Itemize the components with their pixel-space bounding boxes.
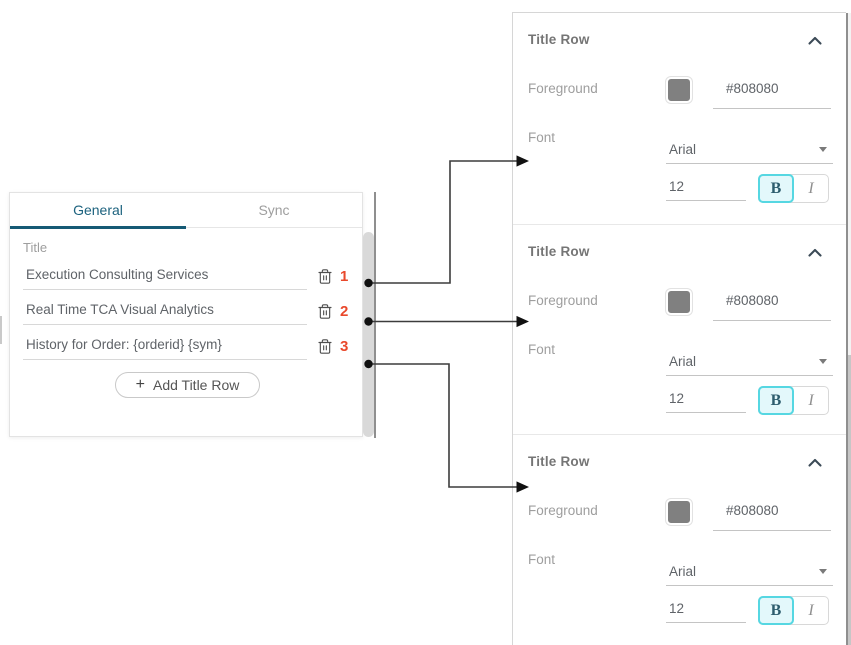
title-input-2[interactable]: [23, 302, 307, 325]
foreground-color-swatch[interactable]: [666, 499, 692, 525]
trash-icon: [318, 339, 332, 354]
foreground-hex-input[interactable]: [713, 293, 831, 321]
add-title-row-label: Add Title Row: [152, 377, 240, 393]
left-edge-scrollbar-fragment: [0, 316, 2, 344]
add-title-row-button[interactable]: + Add Title Row: [114, 372, 261, 398]
font-family-value: Arial: [669, 354, 697, 369]
chevron-down-icon: [819, 147, 827, 152]
row-number-badge-1: 1: [340, 268, 349, 285]
font-size-input[interactable]: [666, 391, 746, 413]
font-label: Font: [528, 552, 556, 567]
bold-italic-toggle-group: B I: [758, 386, 829, 415]
foreground-hex-input[interactable]: [713, 503, 831, 531]
bold-italic-toggle-group: B I: [758, 174, 829, 203]
title-row-1: 1: [23, 267, 352, 290]
active-tab-underline: [10, 226, 186, 229]
bold-toggle-button[interactable]: B: [758, 174, 794, 203]
chevron-down-icon: [819, 569, 827, 574]
bold-italic-toggle-group: B I: [758, 596, 829, 625]
title-settings-panel: General Sync Title 1: [9, 192, 363, 437]
trash-icon: [318, 304, 332, 319]
chevron-down-icon: [819, 359, 827, 364]
delete-title-1-button[interactable]: [317, 268, 333, 285]
title-section-label: Title: [23, 240, 48, 255]
delete-title-2-button[interactable]: [317, 303, 333, 320]
font-size-input[interactable]: [666, 179, 746, 201]
font-size-input[interactable]: [666, 601, 746, 623]
collapse-section-button[interactable]: [808, 455, 822, 467]
font-family-select[interactable]: Arial: [666, 142, 833, 164]
tab-bar: General Sync: [10, 193, 362, 229]
bold-toggle-button[interactable]: B: [758, 386, 794, 415]
section-title: Title Row: [528, 244, 590, 259]
foreground-color-swatch[interactable]: [666, 289, 692, 315]
title-row-section-3: Title Row Foreground Font Arial B I: [513, 435, 846, 645]
left-panel-divider-line: [374, 192, 376, 438]
title-row-section-2: Title Row Foreground Font Arial B I: [513, 225, 846, 435]
add-row-container: + Add Title Row: [23, 372, 352, 398]
collapse-section-button[interactable]: [808, 245, 822, 257]
plus-icon: +: [135, 376, 145, 393]
section-title: Title Row: [528, 32, 590, 47]
chevron-up-icon: [808, 458, 822, 467]
foreground-hex-input[interactable]: [713, 81, 831, 109]
left-panel-scrollbar-thumb[interactable]: [363, 232, 374, 437]
inspector-scrollbar-track: [848, 13, 851, 645]
delete-title-3-button[interactable]: [317, 338, 333, 355]
tab-sync[interactable]: Sync: [258, 202, 290, 218]
foreground-label: Foreground: [528, 503, 598, 518]
connector-line-1: [368, 160, 518, 284]
font-family-select[interactable]: Arial: [666, 564, 833, 586]
font-label: Font: [528, 130, 556, 145]
chevron-up-icon: [808, 248, 822, 257]
italic-toggle-button[interactable]: I: [794, 175, 828, 202]
panel-body: Title 1 2: [10, 228, 362, 398]
foreground-color-swatch[interactable]: [666, 77, 692, 103]
section-title: Title Row: [528, 454, 590, 469]
chevron-up-icon: [808, 36, 822, 45]
collapse-section-button[interactable]: [808, 33, 822, 45]
row-number-badge-2: 2: [340, 303, 349, 320]
title-input-3[interactable]: [23, 337, 307, 360]
font-family-value: Arial: [669, 564, 697, 579]
font-label: Font: [528, 342, 556, 357]
tab-general[interactable]: General: [73, 202, 123, 218]
inspector-right-divider-line: [846, 13, 848, 645]
font-family-value: Arial: [669, 142, 697, 157]
title-row-section-1: Title Row Foreground Font Arial B I: [513, 13, 846, 225]
foreground-label: Foreground: [528, 81, 598, 96]
row-number-badge-3: 3: [340, 338, 349, 355]
title-input-1[interactable]: [23, 267, 307, 290]
title-row-inspector-panel: Title Row Foreground Font Arial B I Titl…: [512, 12, 846, 645]
title-row-2: 2: [23, 302, 352, 325]
bold-toggle-button[interactable]: B: [758, 596, 794, 625]
italic-toggle-button[interactable]: I: [794, 387, 828, 414]
foreground-label: Foreground: [528, 293, 598, 308]
connector-line-3: [368, 363, 518, 488]
title-row-3: 3: [23, 337, 352, 360]
font-family-select[interactable]: Arial: [666, 354, 833, 376]
inspector-scrollbar-thumb[interactable]: [848, 355, 851, 645]
trash-icon: [318, 269, 332, 284]
italic-toggle-button[interactable]: I: [794, 597, 828, 624]
